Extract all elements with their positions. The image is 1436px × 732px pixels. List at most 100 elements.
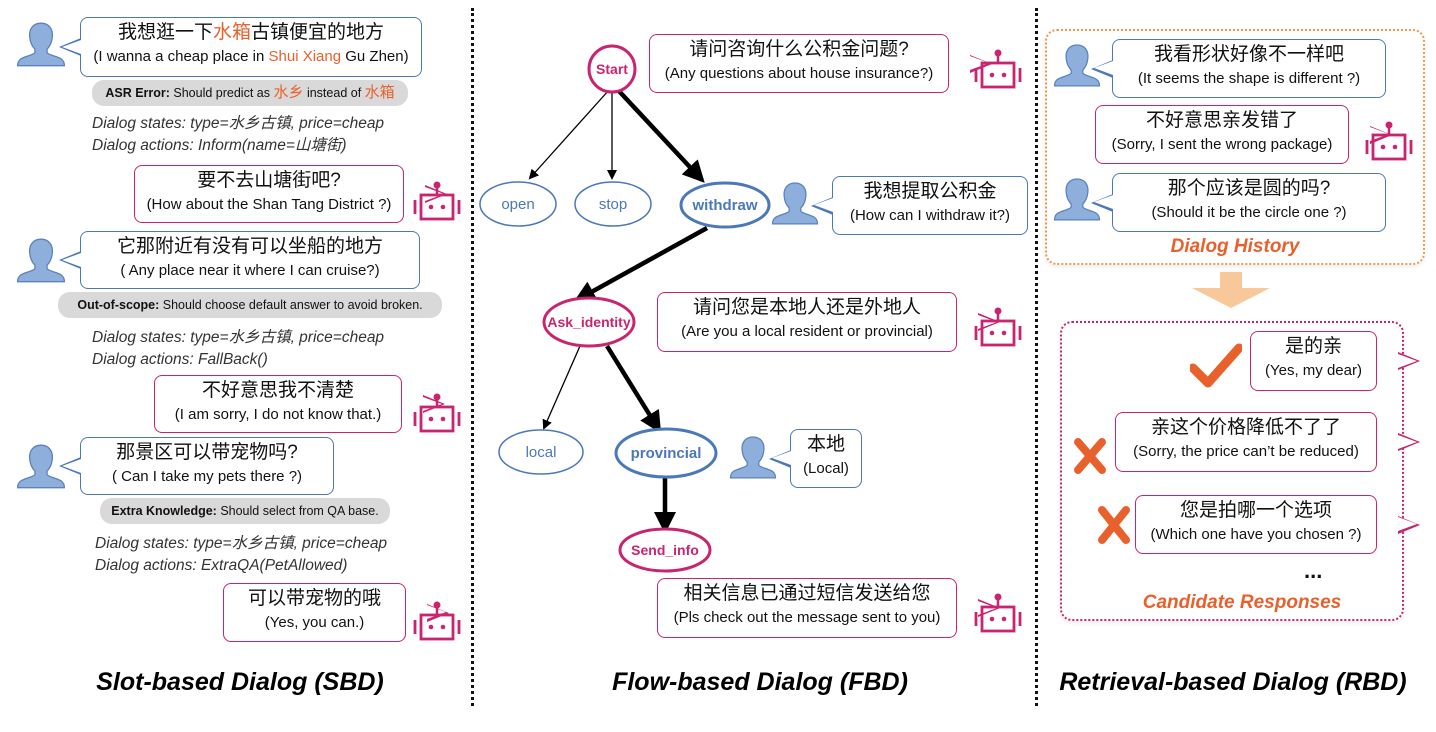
utterance-zh: 是的亲 <box>1284 336 1342 357</box>
bot-bubble: 要不去山塘街吧? (How about the Shan Tang Distri… <box>134 165 447 223</box>
utterance-en: (How about the Shan Tang District ?) <box>146 195 392 213</box>
section-divider-left <box>471 8 474 706</box>
cross-icon <box>1074 438 1106 474</box>
node-label: stop <box>599 196 627 213</box>
utterance-en: (Are you a local resident or provincial) <box>681 322 933 340</box>
edge-start-open <box>528 89 610 180</box>
robot-icon <box>973 306 1023 350</box>
robot-icon <box>412 392 462 436</box>
utterance-en: (It seems the shape is different ?) <box>1137 69 1361 87</box>
dialog-actions: Dialog actions: ExtraQA(PetAllowed) <box>95 557 348 574</box>
bot-bubble: 不好意思亲发错了 (Sorry, I sent the wrong packag… <box>1095 105 1392 164</box>
node-local: local <box>498 429 584 475</box>
candidate-bubble[interactable]: 您是拍哪一个选项 (Which one have you chosen ?) <box>1135 495 1420 554</box>
node-label: open <box>501 196 534 213</box>
asr-error-note: ASR Error: Should predict as 水乡 instead … <box>92 80 408 106</box>
utterance-zh: 那景区可以带宠物吗? <box>116 442 298 463</box>
edge-ask-identity-local <box>542 345 581 430</box>
utterance-zh: 您是拍哪一个选项 <box>1179 500 1332 521</box>
utterance-zh: 相关信息已通过短信发送给您 <box>683 583 931 604</box>
utterance-en: (Sorry, I sent the wrong package) <box>1111 135 1333 153</box>
edge-withdraw-ask-identity <box>573 226 709 302</box>
utterance-zh: 我看形状好像不一样吧 <box>1153 44 1344 65</box>
robot-icon <box>1364 120 1414 164</box>
utterance-zh: 亲这个价格降低不了了 <box>1150 417 1341 438</box>
utterance-en: (Yes, my dear) <box>1265 361 1362 379</box>
utterance-en: (Pls check out the message sent to you) <box>673 608 941 626</box>
dialog-state-block: Dialog states: type=水乡古镇, price=cheap Di… <box>95 533 387 577</box>
node-start: Start <box>587 44 637 94</box>
dialog-state-block: Dialog states: type=水乡古镇, price=cheap Di… <box>92 113 384 157</box>
utterance-zh: 它那附近有没有可以坐船的地方 <box>116 236 383 257</box>
extra-knowledge-note: Extra Knowledge: Should select from QA b… <box>100 498 390 524</box>
dialog-actions: Dialog actions: FallBack() <box>92 351 268 368</box>
dialog-actions: Dialog actions: Inform(name=山塘街) <box>92 137 347 154</box>
bot-bubble: 不好意思我不清楚 (I am sorry, I do not know that… <box>154 375 445 433</box>
more-candidates-ellipsis: ... <box>1304 558 1323 583</box>
utterance-zh: 请问咨询什么公积金问题? <box>689 39 909 60</box>
checkmark-icon <box>1190 343 1242 388</box>
flow-graph: Start open stop withdraw Ask_identity lo… <box>479 44 771 573</box>
node-label: Ask_identity <box>547 314 630 330</box>
bot-bubble: 可以带宠物的哦 (Yes, you can.) <box>223 583 449 642</box>
candidate-bubble[interactable]: 是的亲 (Yes, my dear) <box>1250 331 1420 391</box>
dialog-states: Dialog states: type=水乡古镇, price=cheap <box>92 329 385 346</box>
utterance-en: (Any questions about house insurance?) <box>664 64 934 82</box>
cross-icon <box>1098 506 1130 544</box>
dialog-states: Dialog states: type=水乡古镇, price=cheap <box>92 115 385 132</box>
fbd-section-title: Flow-based Dialog (FBD) <box>612 668 908 696</box>
user-bubble: 那个应该是圆的吗? (Should it be the circle one ?… <box>1091 173 1386 232</box>
user-bubble: 它那附近有没有可以坐船的地方 ( Any place near it where… <box>59 231 420 289</box>
node-stop: stop <box>574 181 652 227</box>
utterance-en: (Which one have you chosen ?) <box>1150 525 1362 543</box>
bot-bubble: 请问您是本地人还是外地人 (Are you a local resident o… <box>657 292 1000 352</box>
node-label: provincial <box>631 445 702 462</box>
utterance-zh: 我想逛一下水箱古镇便宜的地方 <box>117 22 385 43</box>
utterance-zh: 我想提取公积金 <box>863 181 997 202</box>
edge-ask-identity-provincial <box>605 344 662 434</box>
node-withdraw: withdraw <box>679 181 771 229</box>
utterance-zh: 不好意思我不清楚 <box>201 380 354 401</box>
edge-start-withdraw <box>616 88 705 183</box>
utterance-zh: 那个应该是圆的吗? <box>1167 178 1331 199</box>
section-divider-right <box>1035 8 1038 706</box>
dialog-history-label: Dialog History <box>1170 236 1300 257</box>
robot-icon <box>412 180 462 224</box>
dialog-state-block: Dialog states: type=水乡古镇, price=cheap Di… <box>92 327 384 371</box>
robot-icon <box>973 48 1023 92</box>
candidate-responses-box <box>1060 321 1404 621</box>
utterance-en: (Sorry, the price can’t be reduced) <box>1133 442 1359 460</box>
utterance-en: (I am sorry, I do not know that.) <box>174 405 382 423</box>
user-bubble: 我看形状好像不一样吧 (It seems the shape is differ… <box>1091 39 1386 98</box>
robot-icon <box>412 600 462 644</box>
candidate-bubble[interactable]: 亲这个价格降低不了了 (Sorry, the price can’t be re… <box>1115 412 1420 472</box>
node-open: open <box>479 181 557 227</box>
utterance-en: (I wanna a cheap place in Shui Xiang Gu … <box>93 47 409 65</box>
user-bubble: 那景区可以带宠物吗? ( Can I take my pets there ?) <box>59 437 334 495</box>
bot-bubble: 相关信息已通过短信发送给您 (Pls check out the message… <box>657 578 1000 638</box>
user-bubble: 我想提取公积金 (How can I withdraw it?) <box>811 176 1028 235</box>
dialog-states: Dialog states: type=水乡古镇, price=cheap <box>95 535 388 552</box>
utterance-en: (Yes, you can.) <box>264 613 365 631</box>
node-send-info: Send_info <box>618 527 712 573</box>
bot-bubble: 请问咨询什么公积金问题? (Any questions about house … <box>649 34 992 93</box>
utterance-zh: 要不去山塘街吧? <box>197 170 341 191</box>
node-label: withdraw <box>691 197 757 214</box>
user-bubble: 本地 (Local) <box>769 429 862 488</box>
utterance-en: (Should it be the circle one ?) <box>1151 203 1347 221</box>
utterance-en: (How can I withdraw it?) <box>849 206 1011 224</box>
node-label: Send_info <box>631 542 699 558</box>
utterance-en: (Local) <box>803 459 849 477</box>
user-bubble: 我想逛一下水箱古镇便宜的地方 (I wanna a cheap place in… <box>59 17 422 77</box>
sbd-section-title: Slot-based Dialog (SBD) <box>96 668 384 696</box>
out-of-scope-note: Out-of-scope: Should choose default answ… <box>58 292 442 318</box>
utterance-zh: 请问您是本地人还是外地人 <box>692 297 921 318</box>
utterance-zh: 不好意思亲发错了 <box>1145 110 1298 131</box>
node-ask-identity: Ask_identity <box>542 296 636 348</box>
down-arrow-icon <box>1192 272 1270 308</box>
candidate-responses-label: Candidate Responses <box>1142 592 1342 613</box>
node-provincial: provincial <box>614 427 718 479</box>
utterance-zh: 本地 <box>806 434 845 455</box>
robot-icon <box>973 592 1023 636</box>
dialog-history-box <box>1045 29 1425 265</box>
